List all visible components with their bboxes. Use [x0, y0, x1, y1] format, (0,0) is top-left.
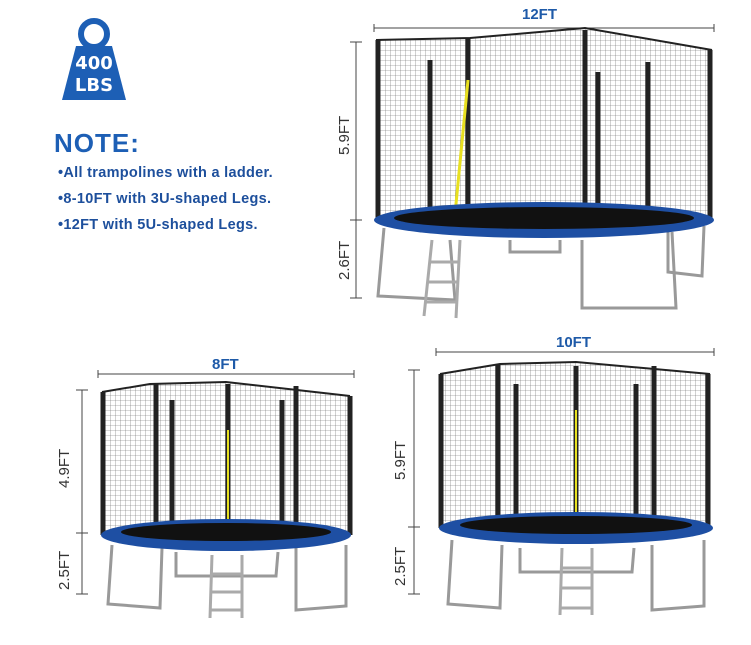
trampoline-10ft — [408, 348, 715, 616]
safety-net-12ft — [376, 28, 712, 218]
dimension-width-12ft: 12FT — [522, 6, 558, 23]
dimension-width-8ft: 8FT — [212, 356, 239, 373]
trampoline-8ft — [76, 370, 355, 619]
net-poles-12ft — [375, 30, 713, 232]
weight-capacity-badge: 400 LBS — [58, 14, 130, 104]
trampoline-12ft — [350, 24, 715, 319]
note-item-ladder: •All trampolines with a ladder. — [58, 165, 274, 181]
note-title: NOTE: — [54, 128, 140, 158]
note-item-5u-legs: •12FT with 5U-shaped Legs. — [58, 217, 258, 233]
dimension-width-10ft: 10FT — [556, 334, 592, 351]
dimension-net-height-12ft: 5.9FT — [336, 115, 353, 155]
legs-10ft — [446, 539, 706, 612]
legs-8ft — [106, 544, 348, 612]
dimension-leg-height-8ft: 2.5FT — [56, 550, 73, 590]
ladder-10ft — [558, 547, 594, 616]
net-poles-8ft — [100, 384, 353, 542]
note-item-3u-legs: •8-10FT with 3U-shaped Legs. — [58, 191, 272, 207]
dimension-leg-height-10ft: 2.5FT — [392, 546, 409, 586]
dimension-net-height-10ft: 5.9FT — [392, 440, 409, 480]
ladder-8ft — [208, 554, 244, 619]
dimension-net-height-8ft: 4.9FT — [56, 448, 73, 488]
ladder-12ft — [422, 239, 462, 319]
badge-weight-value: 400 — [75, 53, 113, 74]
jumping-mat-12ft — [394, 207, 694, 229]
weight-icon — [62, 18, 126, 100]
jumping-mat-10ft — [460, 516, 692, 534]
badge-weight-unit: LBS — [74, 75, 114, 96]
dimension-leg-height-12ft: 2.6FT — [336, 240, 353, 280]
jumping-mat-8ft — [121, 523, 331, 541]
legs-12ft — [376, 225, 706, 310]
